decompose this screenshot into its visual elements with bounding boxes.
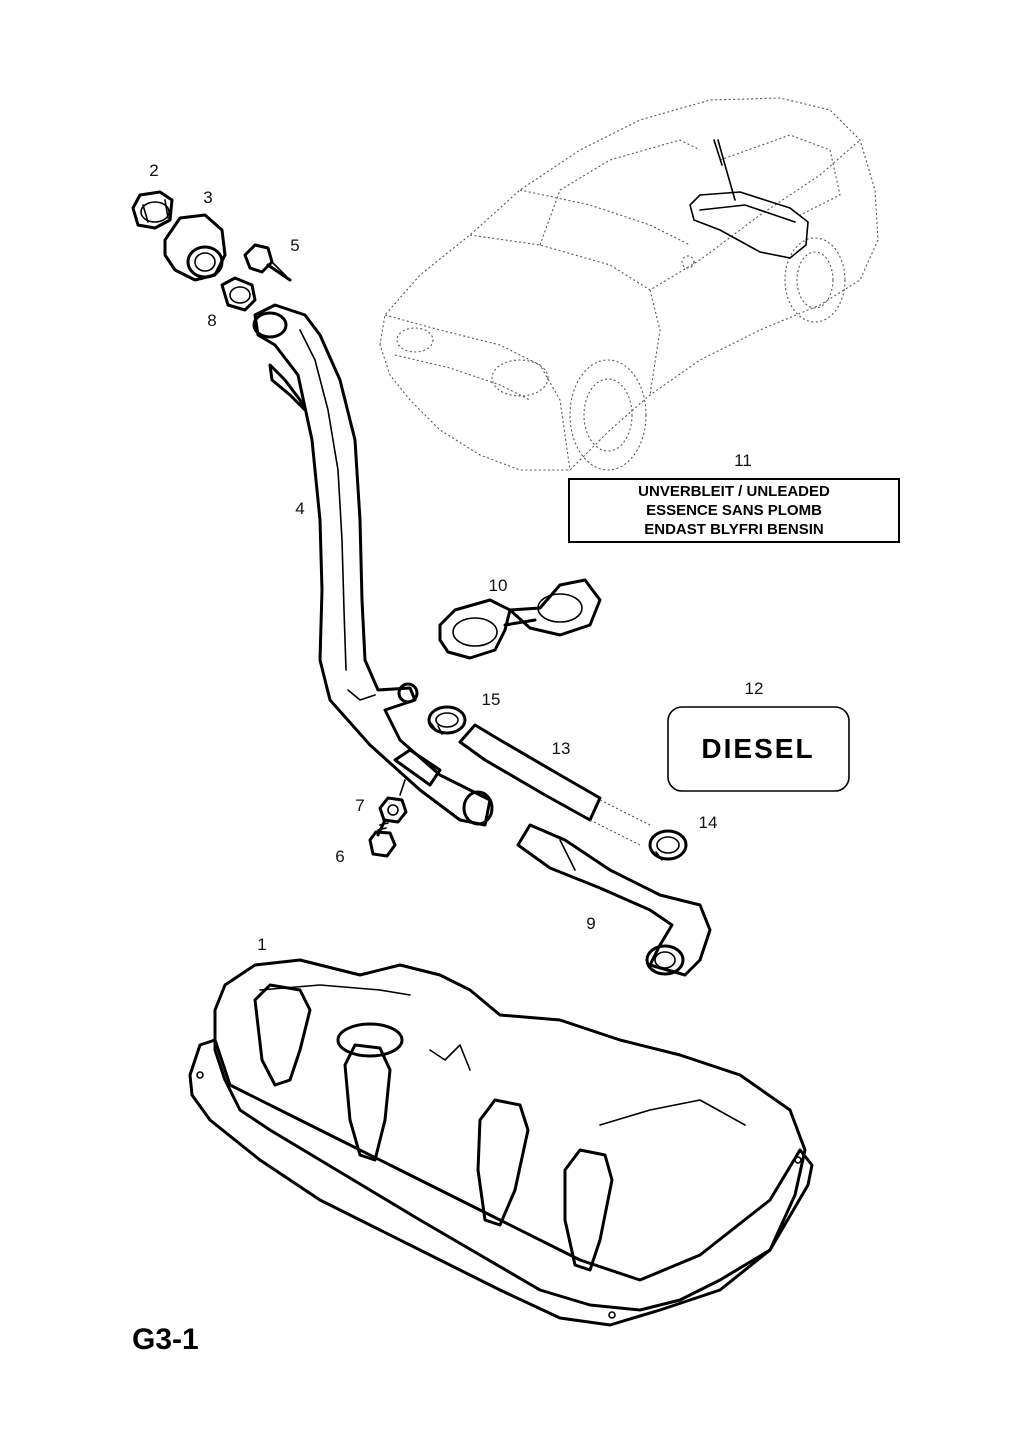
- unleaded-label-line2: ESSENCE SANS PLOMB: [646, 502, 822, 519]
- part-12-diesel-label: DIESEL: [667, 706, 850, 792]
- callout-10: 10: [489, 576, 508, 595]
- callout-9: 9: [586, 914, 595, 933]
- callout-4: 4: [295, 499, 304, 518]
- callout-14: 14: [699, 813, 718, 832]
- callout-3: 3: [203, 188, 212, 207]
- part-14-hose-clamp: [648, 829, 688, 861]
- part-2-filler-cap: [131, 190, 174, 230]
- callout-12: 12: [745, 679, 764, 698]
- callout-13: 13: [552, 739, 571, 758]
- part-15-hose-clamp: [427, 705, 467, 735]
- callout-11: 11: [734, 451, 752, 470]
- callout-15: 15: [482, 690, 501, 709]
- part-5-screw: [243, 243, 292, 282]
- car-overview-illustration: [379, 97, 879, 471]
- callout-5: 5: [290, 236, 299, 255]
- callout-6: 6: [335, 847, 344, 866]
- part-6-bolt: [368, 818, 397, 858]
- part-1-fuel-tank: [188, 958, 814, 1327]
- part-9-filler-hose: [516, 823, 712, 977]
- diesel-label-text: DIESEL: [701, 733, 814, 764]
- callout-2: 2: [149, 161, 158, 180]
- part-13-breather-hose: [458, 723, 651, 846]
- unleaded-label-line3: ENDAST BLYFRI BENSIN: [644, 521, 823, 538]
- page-code: G3-1: [132, 1323, 199, 1356]
- part-3-seal: [163, 213, 227, 282]
- part-11-unleaded-label: UNVERBLEIT / UNLEADED ESSENCE SANS PLOMB…: [568, 478, 900, 543]
- callout-1: 1: [257, 935, 266, 954]
- part-4-filler-pipe: [252, 303, 494, 827]
- part-7-nut: [378, 779, 408, 824]
- unleaded-label-line1: UNVERBLEIT / UNLEADED: [638, 483, 830, 500]
- callout-7: 7: [355, 796, 364, 815]
- part-8-sleeve: [220, 276, 257, 312]
- callout-8: 8: [207, 311, 216, 330]
- callouts: 1 2 3 4 5 6 7 8 9 10 11 12 13 14 15: [149, 161, 763, 954]
- part-10-double-clip: [438, 578, 602, 660]
